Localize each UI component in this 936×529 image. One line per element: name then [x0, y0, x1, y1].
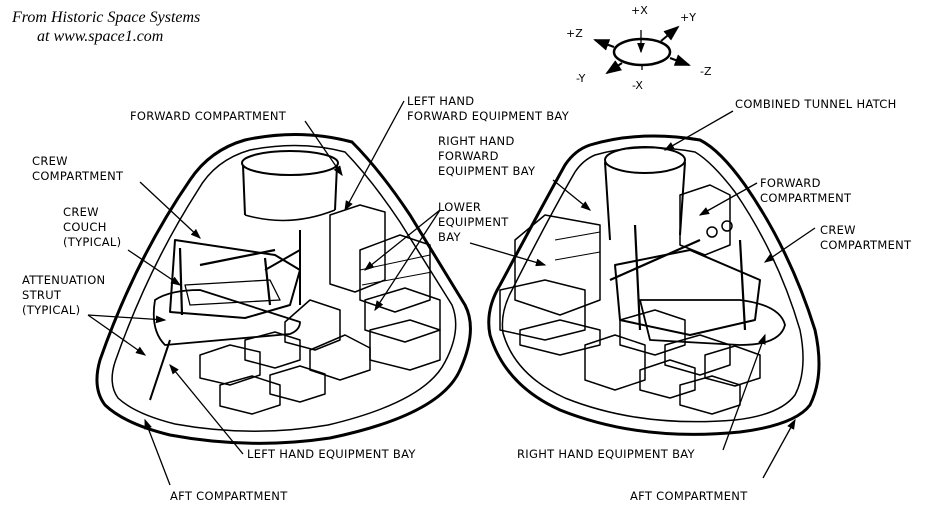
leader-rh-forward-bay	[552, 179, 592, 211]
label-crew-couch: CREW COUCH (TYPICAL)	[63, 205, 121, 250]
axis-plus-z	[593, 39, 615, 51]
left-outer-shell	[95, 132, 472, 445]
label-lh-equipment-bay: LEFT HAND EQUIPMENT BAY	[247, 447, 416, 461]
leader-crew-couch	[127, 249, 182, 286]
axis-label-minus-y: -Y	[576, 72, 586, 85]
axis-label-plus-y: +Y	[680, 11, 696, 24]
right-tunnel-walls	[604, 161, 686, 241]
leader-aft-compartment-right	[762, 418, 796, 479]
right-tunnel-top	[604, 146, 686, 174]
label-line: EQUIPMENT	[438, 215, 509, 229]
axis-minus-y	[605, 60, 623, 75]
label-line: ATTENUATION	[22, 273, 106, 287]
leader-forward-compartment-left	[304, 120, 343, 177]
label-aft-compartment-left: AFT COMPARTMENT	[170, 489, 288, 503]
right-forward-equipment-bay	[499, 214, 601, 356]
credit-line-2: at www.space1.com	[37, 28, 164, 45]
right-module	[487, 134, 821, 436]
leader-lh-equipment-bay	[169, 363, 244, 455]
label-forward-compartment-right: FORWARD COMPARTMENT	[760, 176, 851, 206]
leader-crew-compartment-right	[763, 227, 816, 263]
label-lh-forward-equipment-bay: LEFT HAND FORWARD EQUIPMENT BAY	[407, 94, 569, 124]
label-line: CREW	[820, 223, 856, 237]
label-rh-equipment-bay: RIGHT HAND EQUIPMENT BAY	[517, 447, 695, 461]
label-line: FORWARD	[760, 176, 821, 190]
label-line: EQUIPMENT BAY	[438, 164, 536, 178]
axis-label-minus-x: -X	[632, 79, 643, 92]
label-line: LEFT HAND	[407, 94, 475, 108]
left-couch-seat	[184, 279, 281, 306]
leader-crew-compartment-left	[139, 181, 201, 239]
leader-strut-1	[87, 314, 167, 324]
label-rh-forward-equipment-bay: RIGHT HAND FORWARD EQUIPMENT BAY	[438, 134, 535, 179]
label-line: STRUT	[22, 288, 62, 302]
leader-strut-2	[87, 314, 147, 356]
label-aft-compartment-right: AFT COMPARTMENT	[630, 489, 748, 503]
label-line: BAY	[438, 230, 461, 244]
left-crew-couch	[169, 239, 301, 319]
label-line: COMPARTMENT	[760, 191, 852, 205]
label-line: COMPARTMENT	[820, 238, 912, 252]
label-line: LOWER	[438, 200, 482, 214]
label-lower-equipment-bay: LOWER EQUIPMENT BAY	[438, 200, 509, 245]
credit-line-1: From Historic Space Systems	[12, 9, 201, 26]
axis-label-minus-z: -Z	[700, 65, 712, 78]
leader-combined-tunnel-hatch	[663, 110, 734, 151]
label-line: RIGHT HAND	[438, 134, 515, 148]
axes-ellipse	[612, 37, 672, 67]
leader-lower-bay-3	[469, 242, 547, 267]
label-forward-compartment-left: FORWARD COMPARTMENT	[130, 109, 287, 123]
label-line: CREW	[32, 154, 68, 168]
axis-label-plus-x: +X	[631, 4, 648, 17]
label-line: (TYPICAL)	[63, 235, 122, 249]
leader-forward-compartment-right	[698, 182, 758, 216]
leader-aft-compartment-left	[144, 418, 171, 486]
label-line: COMPARTMENT	[32, 169, 124, 183]
left-internal-struts	[149, 230, 301, 401]
right-couch-struts	[609, 224, 747, 331]
left-tunnel-base	[244, 209, 336, 222]
label-attenuation-strut: ATTENUATION STRUT (TYPICAL)	[22, 273, 105, 318]
leader-lh-forward-bay	[344, 100, 405, 212]
left-module	[95, 132, 472, 445]
axis-minus-z	[669, 54, 691, 66]
leader-lower-bay-1	[363, 209, 441, 271]
leader-lines	[87, 100, 816, 486]
axis-plus-y	[660, 25, 680, 42]
leader-rh-equipment-bay	[722, 333, 766, 451]
label-line: (TYPICAL)	[22, 303, 81, 317]
left-inner-shell	[111, 144, 457, 432]
right-lower-boxes	[584, 309, 761, 415]
left-forward-equipment-bay	[329, 204, 441, 371]
leader-lower-bay-2	[374, 209, 441, 312]
label-line: COUCH	[63, 220, 107, 234]
left-floor	[152, 289, 301, 346]
right-floor	[639, 299, 786, 346]
label-combined-tunnel-hatch: COMBINED TUNNEL HATCH	[735, 97, 897, 111]
axis-label-plus-z: +Z	[566, 27, 583, 40]
axes-indicator	[593, 25, 691, 75]
label-line: FORWARD	[438, 149, 499, 163]
label-crew-compartment-right: CREW COMPARTMENT	[820, 223, 911, 253]
right-inner-shell	[501, 146, 804, 423]
left-lower-boxes	[199, 299, 371, 415]
label-line: FORWARD EQUIPMENT BAY	[407, 109, 570, 123]
label-crew-compartment-left: CREW COMPARTMENT	[32, 154, 123, 184]
right-forward-compartment-gear	[679, 184, 733, 256]
label-line: CREW	[63, 205, 99, 219]
left-tunnel-top	[241, 150, 339, 176]
